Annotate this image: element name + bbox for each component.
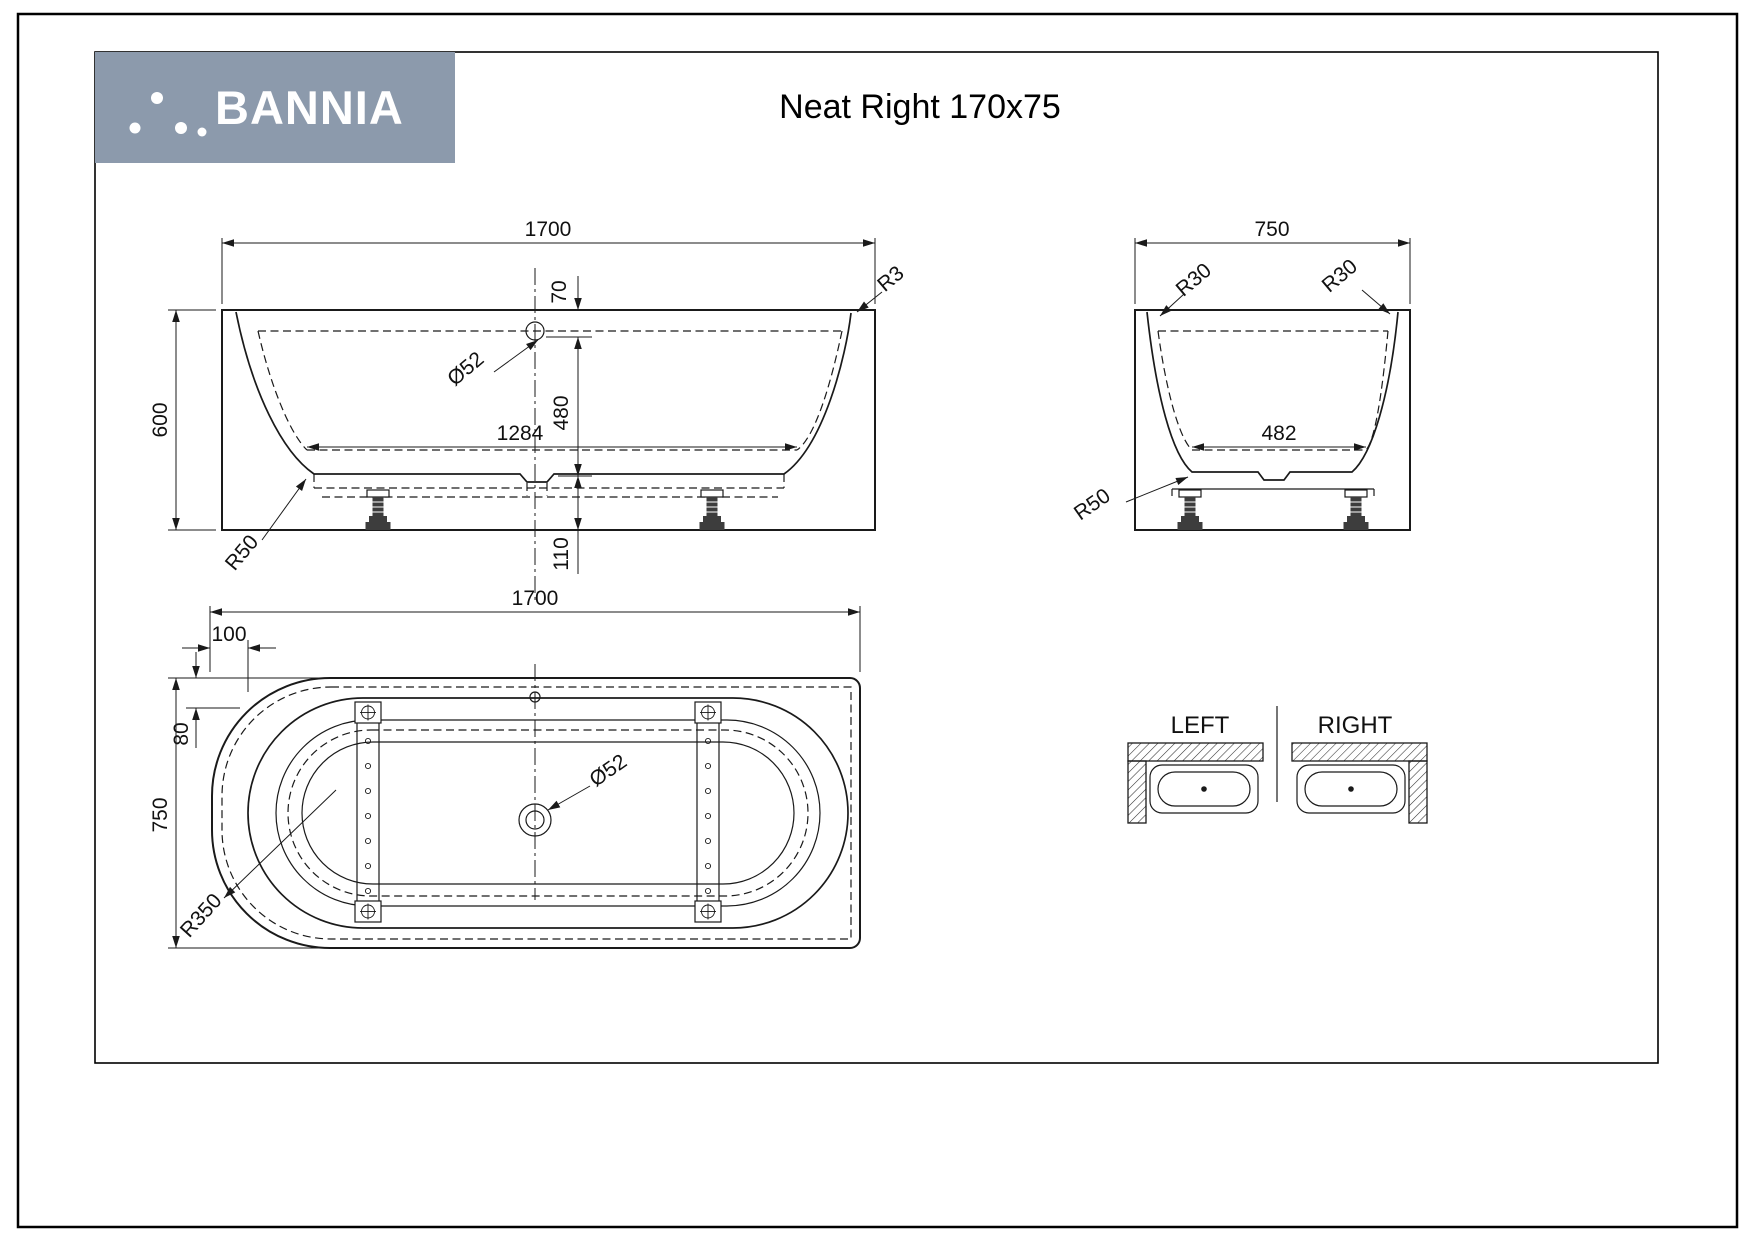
dim-plan-rim-offset-label: 80 (170, 722, 193, 745)
leader-plan-drain-diameter: Ø52 (547, 750, 631, 811)
front-left-leg (364, 489, 392, 531)
left-wall-top (1127, 742, 1264, 762)
dim-front-overflow-offset: 70 (546, 276, 592, 338)
dim-plan-length-label: 1700 (512, 587, 559, 610)
leader-front-bottom-radius: R50 (221, 478, 307, 575)
front-inner-shell (235, 311, 852, 483)
dim-front-bottom-length: 1284 (307, 422, 797, 451)
front-tub-outline (221, 309, 876, 531)
brand-dots-icon (129, 92, 207, 137)
dim-plan-width-label: 750 (149, 797, 172, 832)
brand-header: BANNIA (95, 52, 455, 163)
right-tub-outline (1296, 764, 1406, 814)
dim-plan-rim-offset: 80 (168, 652, 330, 748)
end-right-leg (1342, 489, 1370, 531)
right-tub-drain (1348, 786, 1354, 792)
leader-end-bottom-radius: R50 (1070, 476, 1189, 525)
dim-front-depth-label: 480 (550, 395, 573, 430)
end-left-leg (1176, 489, 1204, 531)
orientation-left-label: LEFT (1171, 712, 1230, 739)
left-tub-outline (1149, 764, 1259, 814)
plan-view: 1700 100 80 750 Ø52 R350 (149, 587, 861, 949)
dim-plan-end-offset: 100 (182, 623, 276, 692)
dim-end-radius-right-label: R30 (1318, 255, 1362, 297)
end-tub-outline (1134, 309, 1411, 531)
end-inner-shell (1146, 311, 1399, 481)
dim-end-radius-left-label: R30 (1172, 259, 1216, 301)
leader-front-overflow-diameter: Ø52 (443, 339, 539, 391)
plan-left-rail (354, 701, 382, 923)
leader-front-rim-radius: R3 (856, 262, 909, 313)
orientation-legend: LEFT RIGHT (1127, 706, 1428, 824)
dim-front-bottom-length-label: 1284 (497, 422, 544, 445)
front-elevation-view: 1700 70 480 1284 600 110 (149, 218, 909, 600)
dim-end-bottom-width-label: 482 (1261, 422, 1296, 445)
orientation-right-label: RIGHT (1318, 712, 1393, 739)
plan-rim-inner (275, 719, 821, 907)
left-wall-side (1127, 760, 1147, 824)
left-tub-drain (1201, 786, 1207, 792)
dim-front-height: 600 (149, 309, 216, 531)
plan-outer-outline (211, 677, 861, 949)
brand-name: BANNIA (215, 81, 404, 134)
right-tub-basin (1304, 771, 1398, 807)
leader-end-radius-right: R30 (1318, 255, 1391, 315)
dim-end-bottom-width: 482 (1192, 422, 1366, 451)
plan-right-rail (694, 701, 722, 923)
plan-hidden-skirt (221, 686, 852, 940)
dim-front-overflow-offset-label: 70 (548, 280, 571, 303)
dim-end-width: 750 (1134, 218, 1411, 304)
outer-page-border (16, 12, 1739, 1229)
dim-plan-length: 1700 (209, 587, 861, 672)
end-elevation-view: 750 R30 R30 482 R50 (1070, 218, 1411, 531)
left-tub-basin (1157, 771, 1251, 807)
dim-plan-corner-radius-label: R350 (176, 889, 227, 942)
dim-front-overflow-diameter-label: Ø52 (443, 347, 488, 390)
front-right-leg (698, 489, 726, 531)
dim-front-length-label: 1700 (525, 218, 572, 241)
leader-plan-corner-radius: R350 (176, 789, 337, 942)
dim-front-leg-height-label: 110 (550, 537, 573, 570)
inner-frame-border (94, 51, 1659, 1064)
dim-front-leg-height: 110 (550, 476, 582, 574)
dim-plan-end-offset-label: 100 (211, 623, 246, 646)
dim-front-rim-radius-label: R3 (873, 262, 908, 297)
right-wall-top (1291, 742, 1428, 762)
dim-plan-width: 750 (149, 678, 330, 949)
right-wall-side (1408, 760, 1428, 824)
left-install-icon (1127, 742, 1264, 824)
plan-basin-bottom (301, 741, 795, 885)
dim-front-depth: 480 (550, 337, 592, 477)
dim-end-bottom-radius-label: R50 (1070, 484, 1115, 525)
dim-front-length: 1700 (221, 218, 876, 304)
plan-hidden-contour (287, 729, 809, 897)
right-install-icon (1291, 742, 1428, 824)
plan-rim-outer (247, 697, 849, 929)
dim-front-bottom-radius-label: R50 (221, 531, 263, 575)
leader-end-radius-left: R30 (1159, 259, 1216, 317)
page-title: Neat Right 170x75 (779, 88, 1061, 126)
dim-end-width-label: 750 (1254, 218, 1289, 241)
dim-plan-drain-diameter-label: Ø52 (585, 750, 631, 792)
dim-front-height-label: 600 (149, 402, 172, 437)
